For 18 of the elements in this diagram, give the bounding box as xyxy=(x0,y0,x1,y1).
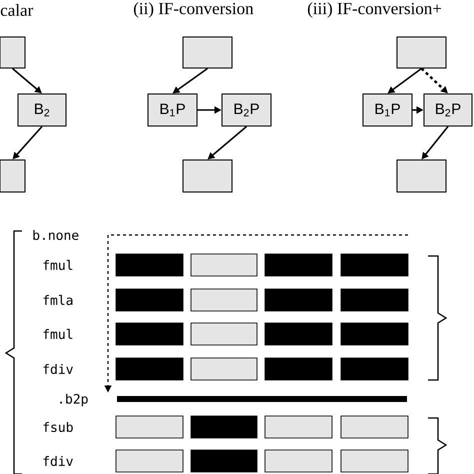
instruction-label: fmul xyxy=(43,328,72,340)
instruction-label: fsub xyxy=(43,422,73,432)
instruction-label: .b2p xyxy=(60,394,88,406)
instruction-label: fmul xyxy=(43,260,72,270)
instruction-label: fdiv xyxy=(43,364,73,374)
instruction-label: fmla xyxy=(43,294,72,306)
block-box: B$_{2}$P xyxy=(424,94,472,126)
block-box xyxy=(396,36,446,68)
instruction-label: fdiv xyxy=(43,456,73,466)
block-box xyxy=(182,36,232,68)
block-box xyxy=(0,36,26,68)
block-box: B$_{1}$P xyxy=(148,94,198,126)
block-box: B$_{2}$ xyxy=(18,94,66,126)
block-box xyxy=(0,160,26,192)
block-box xyxy=(396,160,446,192)
block-box xyxy=(182,160,232,192)
block-box: B$_{1}$P xyxy=(362,94,412,126)
block-box: B$_{2}$P xyxy=(222,94,272,126)
